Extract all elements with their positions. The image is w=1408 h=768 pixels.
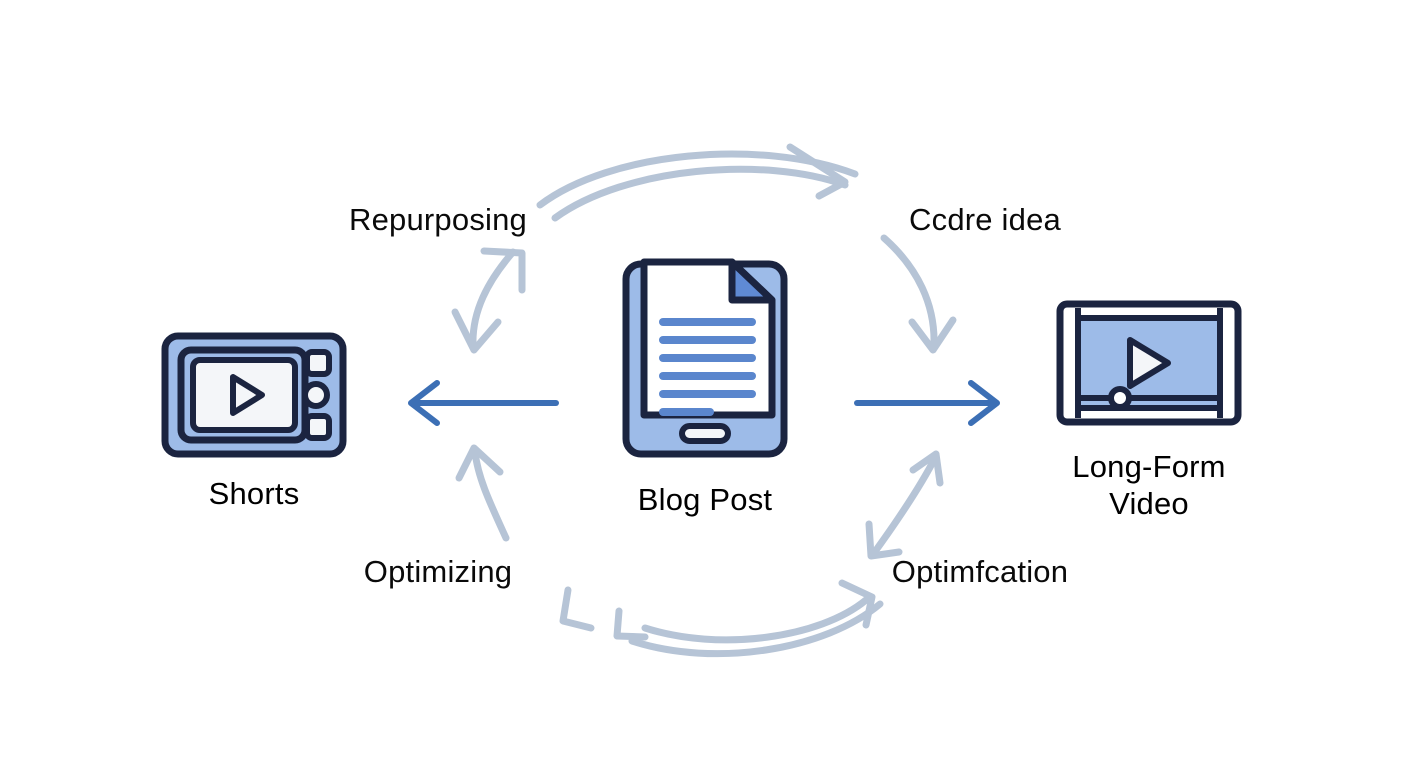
arrow-blog-to-longform	[854, 380, 1000, 426]
node-label-shorts: Shorts	[208, 476, 300, 511]
arc-upper-right	[880, 234, 957, 354]
cycle-label-optimization: Optimfcation	[891, 554, 1069, 589]
node-shorts[interactable]: Shorts	[154, 332, 354, 512]
arrow-blog-to-shorts	[408, 380, 559, 426]
arc-lower-left	[455, 444, 510, 542]
cycle-label-core-idea: Ccdre idea	[909, 202, 1061, 237]
arc-upper-left	[451, 247, 526, 354]
arc-bottom	[559, 579, 884, 658]
video-player-icon	[1056, 300, 1242, 431]
node-label-long-form-video: Long-Form Video	[1072, 449, 1226, 521]
node-blog-post[interactable]: Blog Post	[600, 252, 810, 518]
shorts-video-player-icon	[161, 332, 347, 463]
arc-lower-right	[865, 450, 944, 560]
cycle-label-repurposing: Repurposing	[349, 202, 527, 237]
document-tablet-icon	[622, 252, 788, 463]
node-long-form-video[interactable]: Long-Form Video	[1046, 300, 1252, 522]
cycle-label-optimizing: Optimizing	[363, 554, 513, 589]
node-label-blog-post: Blog Post	[637, 482, 773, 517]
arc-top	[536, 143, 859, 222]
